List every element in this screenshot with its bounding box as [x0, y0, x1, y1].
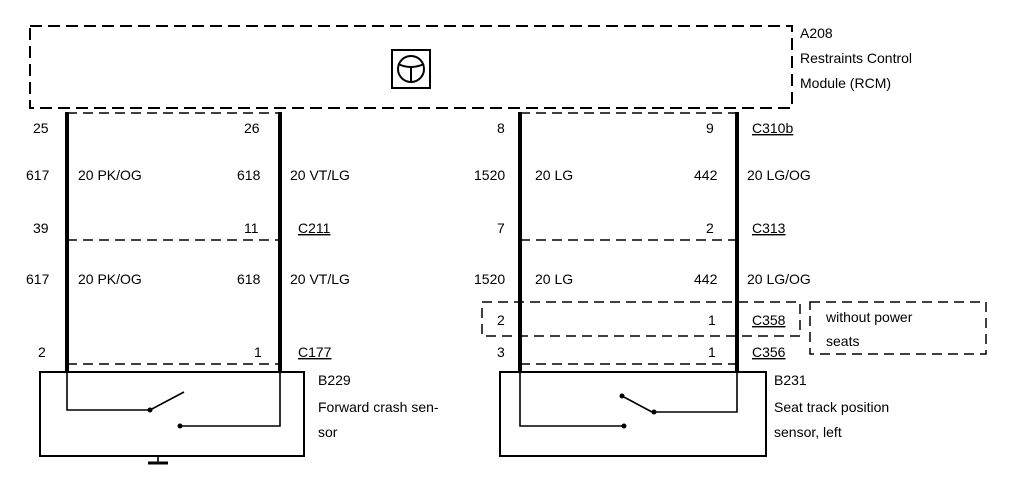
note-line2: seats	[826, 333, 859, 349]
circuit-w1-upper: 617	[26, 167, 50, 183]
connector-c313: C313	[752, 220, 786, 236]
connector-c310b: C310b	[752, 120, 793, 136]
switch-b231	[519, 372, 738, 429]
pin-w2-top: 26	[244, 120, 260, 136]
sensor-b229-id: B229	[318, 372, 351, 388]
sensor-b231-name-line2: sensor, left	[774, 424, 842, 440]
pin-w3-mid: 7	[497, 220, 505, 236]
steering-wheel-icon	[391, 49, 431, 89]
ground-icon	[148, 456, 168, 465]
module-name-line1: Restraints Control	[800, 50, 912, 66]
spec-w4-upper: 20 LG/OG	[747, 167, 811, 183]
sensor-b231-name-line1: Seat track position	[774, 399, 889, 415]
spec-w2-upper: 20 VT/LG	[290, 167, 350, 183]
spec-w3-lower: 20 LG	[535, 271, 573, 287]
pin-w4-bot: 1	[708, 344, 716, 360]
rcm-module-box	[29, 25, 793, 109]
pin-w3-c358: 2	[497, 312, 505, 328]
pin-w2-bot: 1	[254, 344, 262, 360]
note-line1: without power	[825, 309, 913, 325]
spec-w4-lower: 20 LG/OG	[747, 271, 811, 287]
connector-c356: C356	[752, 344, 786, 360]
pin-w1-mid: 39	[33, 220, 49, 236]
sensor-b231-id: B231	[774, 372, 807, 388]
connector-c358: C358	[752, 312, 786, 328]
sensor-b231-box	[499, 371, 767, 457]
pin-w4-top: 9	[706, 120, 714, 136]
sensor-b229-box	[39, 371, 305, 457]
pin-w4-c358: 1	[708, 312, 716, 328]
circuit-w4-lower: 442	[694, 271, 718, 287]
spec-w2-lower: 20 VT/LG	[290, 271, 350, 287]
module-name-line2: Module (RCM)	[800, 75, 891, 91]
connector-c211: C211	[298, 220, 331, 236]
spec-w1-lower: 20 PK/OG	[78, 271, 142, 287]
pin-w3-bot: 3	[497, 344, 505, 360]
circuit-w2-lower: 618	[237, 271, 261, 287]
circuit-w4-upper: 442	[694, 167, 718, 183]
connector-c177: C177	[298, 344, 332, 360]
circuit-w3-lower: 1520	[474, 271, 505, 287]
pin-w4-mid: 2	[706, 220, 714, 236]
spec-w3-upper: 20 LG	[535, 167, 573, 183]
pin-w2-mid: 11	[244, 220, 259, 236]
sensor-b229-name-line2: sor	[318, 424, 338, 440]
note-box	[809, 301, 987, 355]
circuit-w3-upper: 1520	[474, 167, 505, 183]
pin-w3-top: 8	[497, 120, 505, 136]
circuit-w2-upper: 618	[237, 167, 261, 183]
pin-w1-bot: 2	[38, 344, 46, 360]
pin-w1-top: 25	[33, 120, 49, 136]
switch-b229	[66, 372, 281, 429]
module-id: A208	[800, 25, 833, 41]
spec-w1-upper: 20 PK/OG	[78, 167, 142, 183]
circuit-w1-lower: 617	[26, 271, 50, 287]
sensor-b229-name-line1: Forward crash sen-	[318, 399, 439, 415]
